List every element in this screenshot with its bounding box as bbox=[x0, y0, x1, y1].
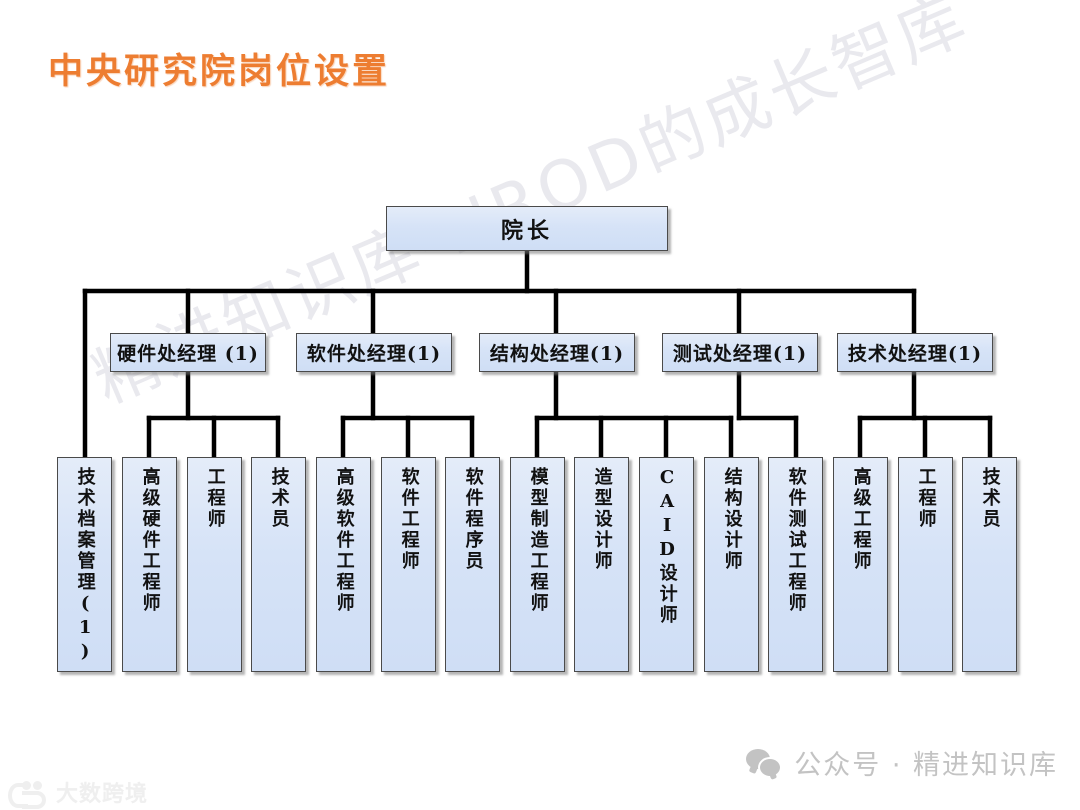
dashu-kuajing-logo: 大数跨境 bbox=[8, 776, 149, 809]
org-node-label: CAID设计师 bbox=[656, 467, 678, 626]
org-node-label: 软件工程师 bbox=[398, 467, 420, 572]
org-node-label: 技术处经理(1) bbox=[847, 343, 983, 365]
org-node-position-software-programmer[interactable]: 软件程序员 bbox=[445, 457, 500, 672]
org-node-label: 技术员 bbox=[268, 467, 290, 530]
dashu-kuajing-mark-icon bbox=[8, 781, 48, 809]
dashu-kuajing-label: 大数跨境 bbox=[56, 782, 149, 807]
org-node-label: 高级工程师 bbox=[850, 467, 872, 572]
org-node-position-engineer-tech[interactable]: 工程师 bbox=[898, 457, 953, 672]
wechat-icon bbox=[746, 748, 783, 778]
wechat-account-footer: 公众号 · 精进知识库 bbox=[746, 743, 1058, 782]
org-node-label: 硬件处经理 (1) bbox=[117, 343, 259, 365]
org-node-label: 工程师 bbox=[204, 467, 226, 530]
org-node-position-engineer-hw[interactable]: 工程师 bbox=[187, 457, 242, 672]
org-node-position-software-engineer[interactable]: 软件工程师 bbox=[381, 457, 436, 672]
org-node-label: 软件程序员 bbox=[462, 467, 484, 572]
org-node-manager-testing[interactable]: 测试处经理(1) bbox=[662, 333, 818, 372]
org-node-label: 软件处经理(1) bbox=[306, 343, 442, 365]
org-node-label: 造型设计师 bbox=[591, 467, 613, 572]
org-node-label: 技术档案管理(1) bbox=[74, 467, 96, 665]
org-node-position-technician-hw[interactable]: 技术员 bbox=[251, 457, 306, 672]
org-node-position-caid-designer[interactable]: CAID设计师 bbox=[639, 457, 694, 672]
org-node-position-technician-tech[interactable]: 技术员 bbox=[962, 457, 1017, 672]
org-node-manager-technology[interactable]: 技术处经理(1) bbox=[837, 333, 993, 372]
org-node-position-senior-hardware-engineer[interactable]: 高级硬件工程师 bbox=[122, 457, 177, 672]
org-node-manager-structure[interactable]: 结构处经理(1) bbox=[479, 333, 635, 372]
org-node-label: 院长 bbox=[500, 217, 553, 244]
org-node-manager-software[interactable]: 软件处经理(1) bbox=[296, 333, 452, 372]
org-node-label: 模型制造工程师 bbox=[527, 467, 549, 614]
org-node-position-archive[interactable]: 技术档案管理(1) bbox=[57, 457, 112, 672]
org-node-position-senior-software-engineer[interactable]: 高级软件工程师 bbox=[316, 457, 371, 672]
org-node-label: 结构设计师 bbox=[721, 467, 743, 572]
org-node-position-structure-designer[interactable]: 结构设计师 bbox=[704, 457, 759, 672]
org-node-label: 测试处经理(1) bbox=[672, 343, 808, 365]
org-node-label: 工程师 bbox=[915, 467, 937, 530]
org-node-label: 结构处经理(1) bbox=[489, 343, 625, 365]
org-node-position-styling-designer[interactable]: 造型设计师 bbox=[574, 457, 629, 672]
org-node-label: 高级硬件工程师 bbox=[139, 467, 161, 614]
org-node-root[interactable]: 院长 bbox=[386, 206, 668, 251]
org-node-label: 软件测试工程师 bbox=[785, 467, 807, 614]
org-node-label: 技术员 bbox=[979, 467, 1001, 530]
org-node-label: 高级软件工程师 bbox=[333, 467, 355, 614]
wechat-account-label: 公众号 · 精进知识库 bbox=[794, 750, 1058, 781]
org-node-position-software-test-engineer[interactable]: 软件测试工程师 bbox=[768, 457, 823, 672]
org-node-position-senior-engineer[interactable]: 高级工程师 bbox=[833, 457, 888, 672]
org-node-position-model-manufacturing-engineer[interactable]: 模型制造工程师 bbox=[510, 457, 565, 672]
page-title: 中央研究院岗位设置 bbox=[48, 51, 391, 92]
org-node-manager-hardware[interactable]: 硬件处经理 (1) bbox=[110, 333, 266, 372]
